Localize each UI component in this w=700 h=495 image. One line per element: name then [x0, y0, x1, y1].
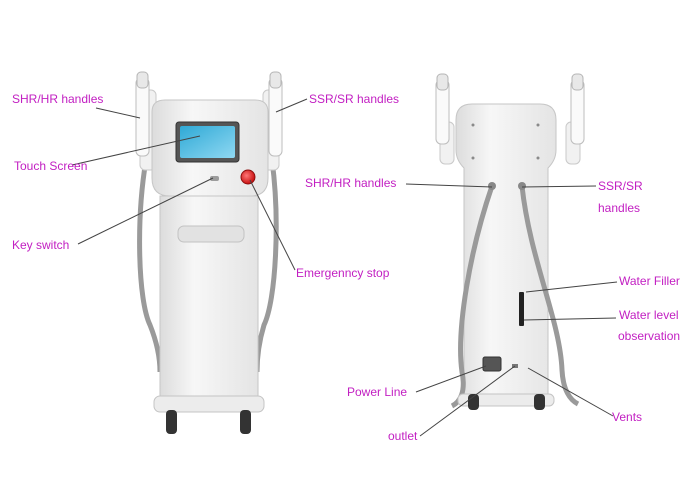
front-wheel-right [240, 410, 251, 434]
label-key-switch: Key switch [12, 238, 70, 252]
front-left-cable [137, 159, 163, 373]
back-left-handle-tip [436, 73, 449, 91]
touch-screen-display [180, 126, 235, 158]
leader-shr-hr-back [405, 183, 493, 188]
emergency-stop-button [240, 169, 256, 185]
label-power-line: Power Line [347, 385, 408, 399]
leader-shr-hr-front [95, 107, 141, 119]
back-left-cable-port [488, 182, 496, 190]
label-ssr-sr-back-line1: SSR/SR [598, 179, 643, 193]
shr-hr-handle-front [135, 77, 150, 157]
back-base [457, 393, 555, 407]
label-ssr-sr-back-line2: handles [598, 201, 641, 215]
leader-ssr-sr-back [521, 185, 597, 188]
key-switch-knob [210, 176, 219, 181]
leader-water-level [523, 317, 617, 321]
label-outlet: outlet [388, 429, 418, 443]
shr-hr-handle-front-tip [136, 71, 149, 89]
leader-touch-screen [71, 135, 201, 166]
label-emergency-stop: Emergenncy stop [296, 266, 390, 280]
label-vents: Vents [612, 410, 643, 424]
front-handle-slot [177, 225, 245, 243]
label-touch-screen: Touch Screen [14, 159, 88, 173]
leader-vents [527, 367, 614, 417]
front-base [153, 395, 265, 413]
back-wheel-right [534, 394, 545, 410]
back-right-cable [519, 185, 580, 407]
label-water-level-line1: Water level [619, 308, 679, 322]
label-shr-hr-handles-back: SHR/HR handles [305, 176, 397, 190]
power-socket [482, 356, 502, 372]
back-right-handle-tip [571, 73, 584, 91]
ssr-sr-handle-front-tip [269, 71, 282, 89]
leader-power-line [415, 365, 487, 393]
leader-key-switch [77, 177, 214, 245]
label-water-filler: Water Filler [619, 274, 680, 288]
label-shr-hr-handles-front: SHR/HR handles [12, 92, 104, 106]
leader-emergency-stop [249, 179, 296, 271]
back-screw-4 [536, 156, 540, 160]
label-ssr-sr-handles-front: SSR/SR handles [309, 92, 400, 106]
back-machine [435, 73, 585, 410]
label-water-level-line2: observation [618, 329, 681, 343]
leader-lines [71, 98, 618, 437]
front-machine [135, 71, 283, 434]
water-level-window [519, 292, 524, 326]
back-screw-3 [471, 156, 475, 160]
leader-outlet [419, 365, 516, 437]
leader-water-filler [525, 281, 618, 293]
back-screw-2 [536, 123, 540, 127]
ssr-sr-handle-front [268, 77, 283, 157]
back-right-cable-port [518, 182, 526, 190]
back-screw-1 [471, 123, 475, 127]
leader-ssr-sr-front [275, 98, 308, 113]
front-wheel-left [166, 410, 177, 434]
